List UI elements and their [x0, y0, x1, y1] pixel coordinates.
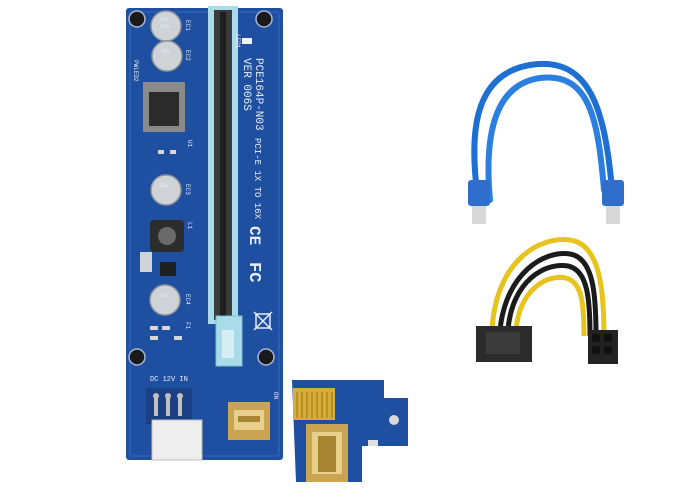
pcie-label: PCI-E 1X TO 16X — [252, 138, 262, 220]
led-label: LED1 — [234, 34, 241, 49]
version-label: VER 006S — [240, 58, 252, 111]
cap-text: 35V — [161, 49, 170, 55]
cap-text: 35V — [160, 17, 169, 23]
pcie-x1-adapter — [292, 380, 408, 482]
capacitor-ec1: 35V 470 — [150, 10, 182, 42]
pcie-x16-slot — [208, 6, 243, 367]
f1-label: F1 — [184, 322, 191, 330]
sata-power-connector — [476, 326, 532, 362]
chip-small — [140, 252, 152, 272]
cap-text: 470 — [160, 24, 169, 30]
pwled-label: PWLED2 — [132, 60, 139, 82]
smd-components — [150, 38, 252, 340]
ec3-label: EC3 — [184, 184, 191, 195]
model-label: PCE164P-N03 — [252, 58, 264, 131]
usb-port-icon — [228, 402, 270, 440]
chip-u2 — [160, 262, 176, 276]
ec2-label: EC2 — [184, 50, 191, 61]
ce-mark-icon: CE — [245, 226, 263, 245]
power-cable — [476, 237, 618, 364]
gold-finger-x1 — [293, 388, 335, 420]
usb-plug-icon — [602, 180, 624, 224]
power-header — [146, 388, 203, 461]
power-label: DC 12V IN — [150, 376, 188, 384]
usb-plug-icon — [468, 180, 490, 224]
ec1-label: EC1 — [184, 20, 191, 31]
pcie-6pin-connector — [588, 330, 618, 364]
l1-label: L1 — [186, 222, 193, 230]
fcc-mark-icon: FC — [244, 262, 263, 282]
usb-on-label: ON — [272, 392, 279, 400]
voltage-regulator — [143, 82, 185, 132]
capacitor-ec4: 35V — [149, 284, 181, 316]
ec4-label: EC4 — [184, 294, 191, 305]
riser-main-board: 35V 470 35V 35V 35V PCE164P-N03 — [126, 6, 283, 461]
usb-cable — [468, 60, 624, 224]
cap-text: 35V — [160, 183, 169, 189]
cap-text: 35V — [159, 293, 168, 299]
inductor-l1 — [150, 220, 184, 252]
mounting-holes — [128, 10, 275, 366]
x1-usb-port — [306, 424, 348, 482]
capacitor-ec2: 35V — [151, 40, 183, 72]
weee-bin-icon — [253, 311, 273, 331]
capacitor-ec3: 35V — [150, 174, 182, 206]
u1-label: U1 — [186, 140, 193, 148]
